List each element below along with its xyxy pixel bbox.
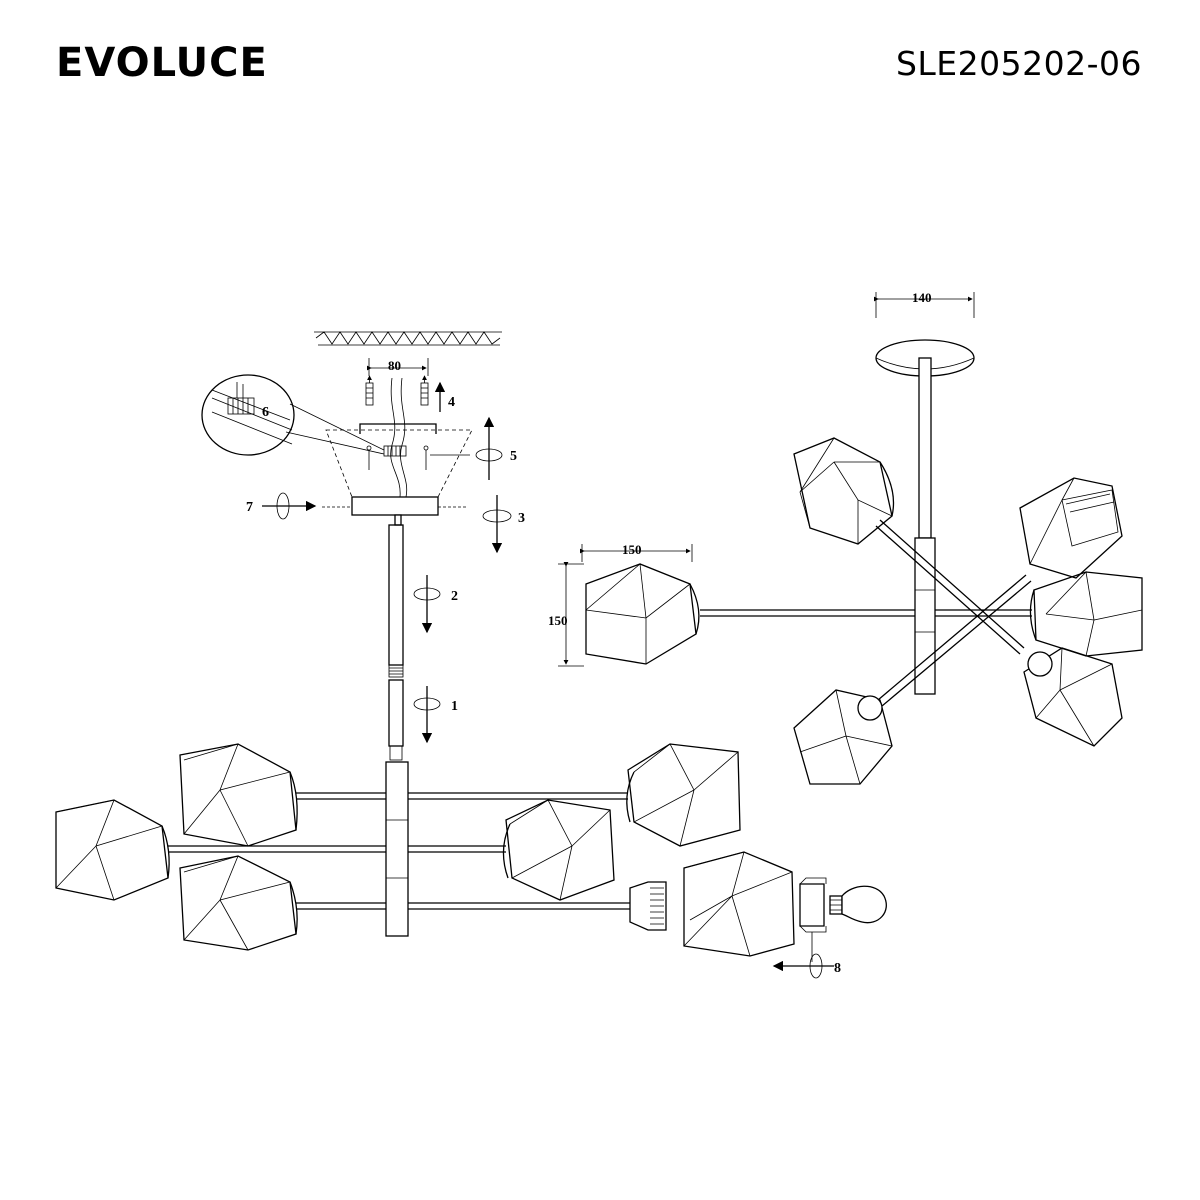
dimension-150-width-label: 150: [622, 542, 642, 557]
shade-assembled-bottom-right: [1023, 647, 1123, 747]
dimension-80: 80: [367, 358, 429, 376]
shade-exploded: [683, 851, 795, 957]
down-rod-upper: [388, 524, 404, 678]
step-6-label: 6: [262, 405, 269, 420]
dimension-140: 140: [874, 290, 975, 318]
central-hub-body: [385, 761, 409, 937]
dimension-140-label: 140: [912, 290, 932, 305]
canopy-plate: [322, 496, 468, 526]
step-2-label: 2: [451, 589, 458, 604]
model-number: SLE205202-06: [895, 44, 1142, 83]
arms: [168, 792, 630, 910]
shade-lower-mid-right: [502, 799, 615, 901]
step-7-arrow: 7: [246, 492, 317, 520]
shade-assembled-right: [1029, 571, 1143, 657]
step-8-label: 8: [834, 961, 841, 976]
shade-assembled-top-right: [1019, 477, 1123, 579]
step-2-arrow: 2: [413, 575, 458, 634]
dimension-150-width: 150: [580, 542, 693, 562]
shade-lower-mid-left: [55, 799, 170, 901]
step-3-arrow: 3: [482, 495, 525, 554]
supply-wires: [383, 377, 408, 498]
step-3-label: 3: [518, 511, 525, 526]
ceiling-hatch: [314, 331, 502, 346]
lamp-socket-thread: [629, 881, 667, 931]
shade-lower-top-left: [179, 743, 298, 847]
shade-assembled-left: [585, 563, 700, 665]
canopy-outline: [325, 429, 473, 498]
dimension-150-height-label: 150: [548, 613, 568, 628]
step-4-arrow: 4: [434, 381, 455, 412]
dimension-150-height: 150: [548, 562, 584, 667]
arms-assembled: [700, 519, 1032, 707]
step-5-arrow: 5: [430, 416, 517, 480]
shade-lower-bottom-left: [179, 855, 298, 951]
step-5-label: 5: [510, 449, 517, 464]
shade-lower-top-right: [626, 743, 741, 847]
light-bulb: [829, 885, 887, 924]
rod-assembled: [914, 357, 936, 695]
step-4-label: 4: [448, 395, 455, 410]
dimension-80-label: 80: [388, 358, 401, 373]
down-rod-lower: [388, 679, 404, 761]
terminal-block-detail: 6: [201, 374, 385, 456]
shade-assembled-top-left: [793, 437, 895, 545]
step-7-label: 7: [246, 500, 253, 515]
wall-anchors: [365, 375, 429, 406]
shade-retaining-ring: [799, 877, 827, 933]
step-8-arrow: 8: [772, 932, 841, 979]
step-1-label: 1: [451, 699, 458, 714]
shade-assembled-bottom-left: [793, 689, 893, 785]
step-1-arrow: 1: [413, 686, 458, 744]
brand-logo: EVOLUCE: [56, 40, 268, 86]
mounting-bracket: [359, 423, 437, 470]
